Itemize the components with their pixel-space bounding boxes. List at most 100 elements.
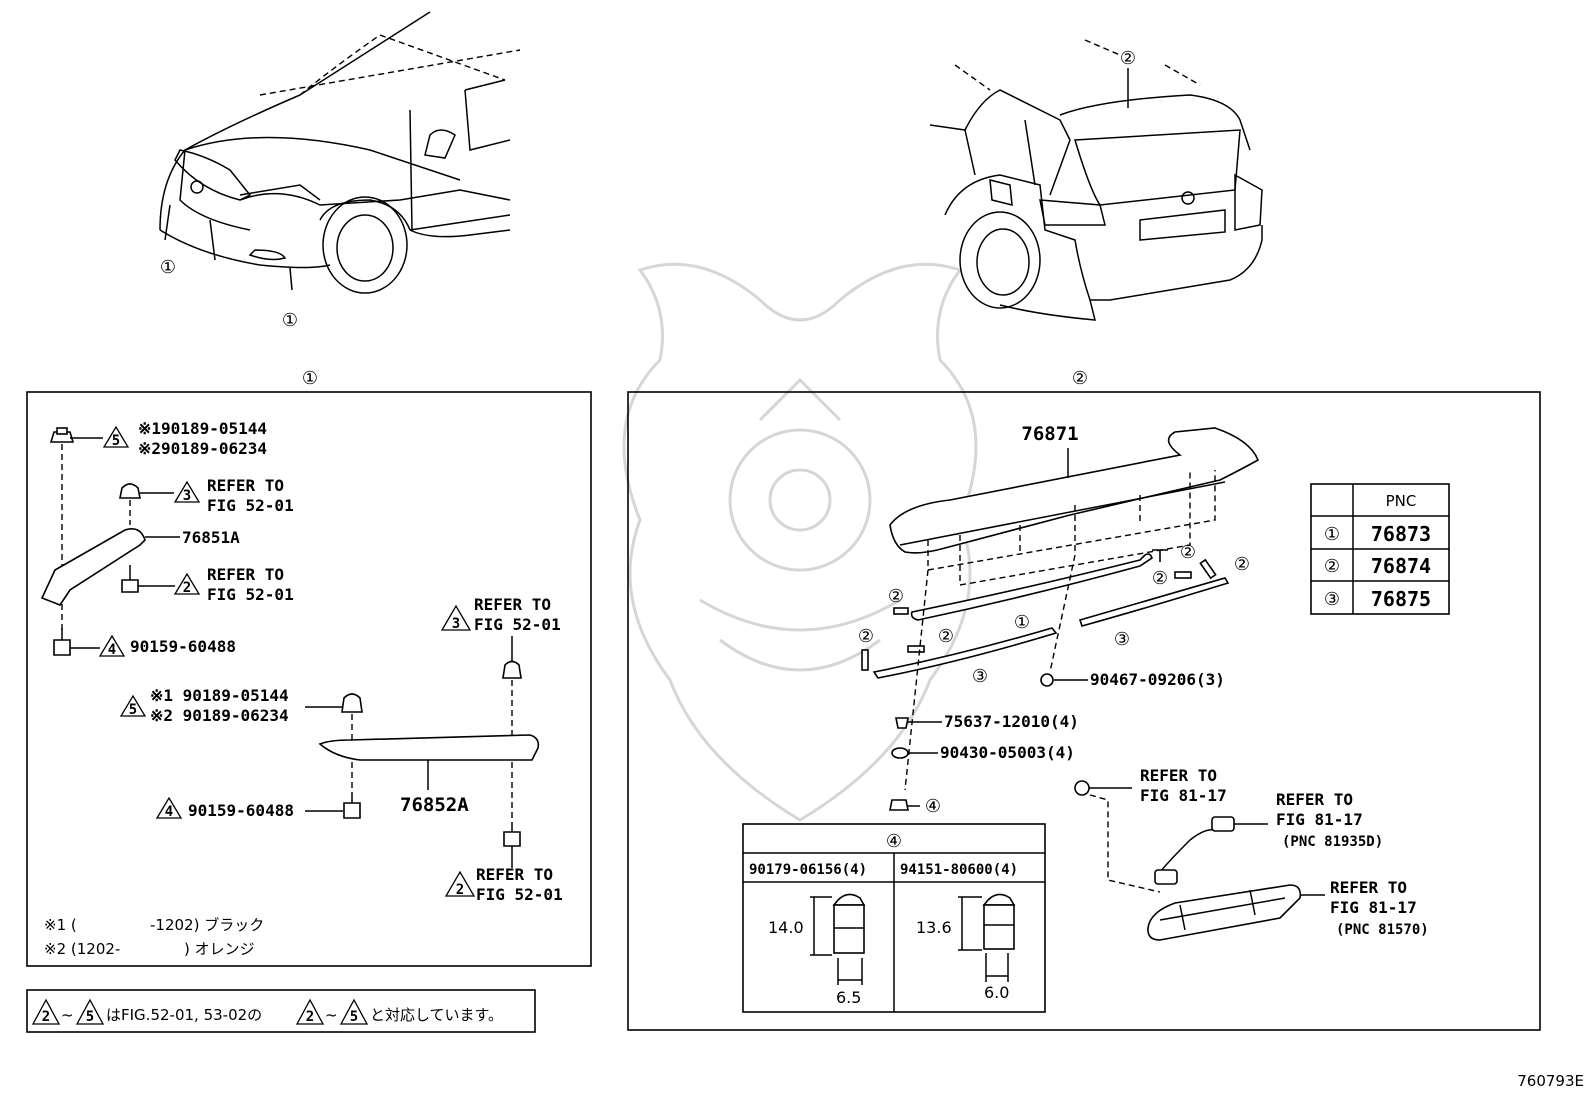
refer-f-line2: FIG 81-17: [1276, 810, 1363, 829]
stop-lamp-assembly: [1074, 780, 1325, 941]
right-panel-title: ②: [1072, 368, 1088, 389]
part-90467-label: 90467-09206(3): [1090, 670, 1225, 689]
pnc-row-1-value: 76873: [1371, 522, 1431, 546]
tri-2-d-number: 2: [456, 882, 464, 898]
screw-left: [53, 628, 100, 656]
left-panel-frame: [26, 391, 592, 967]
callout-two-clip-b: ②: [858, 626, 874, 647]
callout-two-rear: ②: [1120, 48, 1136, 69]
bolt-mid: [341, 693, 363, 713]
tri-4-left: [98, 634, 126, 657]
clip-pieces: [861, 549, 1217, 671]
left-panel-title: ①: [302, 368, 318, 389]
tri-2-b: [173, 572, 201, 595]
tape-1: [910, 553, 1153, 621]
callout-two-clip-d: ②: [1152, 568, 1168, 589]
footer-tri-2a: [31, 998, 61, 1025]
pnc-row-2-value: 76874: [1371, 554, 1431, 578]
tri-4-mid: [155, 796, 183, 819]
footer-tri-2b: [295, 998, 325, 1025]
tri-5-top: [102, 425, 130, 448]
callout-three-left: ③: [972, 666, 988, 687]
footer-tilde-a: ~: [61, 1006, 74, 1024]
part-76871-label: 76871: [1021, 423, 1078, 445]
note2-mark: ※2 (1202-: [44, 940, 120, 958]
front-car-illustration: [159, 11, 521, 294]
bolt-top-part-2: ※290189-06234: [138, 439, 267, 458]
refer-g-line3: (PNC 81570): [1336, 922, 1429, 938]
detail-col2-width: 6.0: [984, 983, 1009, 1002]
refer-f-line1: REFER TO: [1276, 790, 1353, 809]
screw-refer-b: [121, 565, 175, 593]
footer-note-box: [26, 989, 536, 1033]
refer-g-line2: FIG 81-17: [1330, 898, 1417, 917]
screw-refer-d: [503, 822, 521, 868]
washer-90430: [891, 747, 909, 759]
nut-refer-c: [502, 660, 522, 679]
callout-two-clip-a: ②: [888, 586, 904, 607]
note1-mark: ※1 (: [44, 916, 77, 934]
refer-d-line1: REFER TO: [476, 865, 553, 884]
footer-text-a: はFIG.52-01, 53-02の: [106, 1006, 262, 1024]
tri-4-left-number: 4: [108, 642, 116, 658]
refer-b-line2: FIG 52-01: [207, 585, 294, 604]
detail-col1-part: 90179-06156(4): [749, 862, 867, 878]
refer-e-line1: REFER TO: [1140, 766, 1217, 785]
tri-5-mid: [119, 694, 147, 717]
tri-5-mid-number: 5: [129, 702, 137, 718]
part-75637-label: 75637-12010(4): [944, 712, 1079, 731]
callout-one-front: ①: [160, 257, 176, 278]
callout-three-right: ③: [1114, 629, 1130, 650]
callout-two-clip-f: ②: [1234, 554, 1250, 575]
footer-tri-2b-number: 2: [306, 1009, 314, 1025]
nut-4: [889, 799, 909, 811]
refer-e-line2: FIG 81-17: [1140, 786, 1227, 805]
detail-col2-part: 94151-80600(4): [900, 862, 1018, 878]
footer-tri-5b-number: 5: [350, 1009, 358, 1025]
callout-two-clip-c: ②: [938, 626, 954, 647]
part-76852a-label: 76852A: [400, 794, 469, 816]
tri-5-top-number: 5: [112, 433, 120, 449]
bracket-76851a: [40, 527, 146, 606]
tape-3-left: [872, 627, 1058, 679]
screw-left-label: 90159-60488: [130, 637, 236, 656]
note2-text: ) オレンジ: [184, 940, 255, 958]
refer-a-line1: REFER TO: [207, 476, 284, 495]
detail-col1-height: 14.0: [768, 918, 804, 937]
nut-90467: [1040, 673, 1054, 687]
detail-nut-1: [810, 893, 866, 985]
detail-box-title: ④: [886, 831, 902, 852]
footer-tri-2a-number: 2: [42, 1009, 50, 1025]
clip-75637: [895, 717, 909, 729]
tri-2-b-number: 2: [183, 580, 191, 596]
bolt-mid-part-1: ※1 90189-05144: [150, 686, 289, 705]
bolt-mid-part-2: ※2 90189-06234: [150, 706, 289, 725]
spoiler-76871: [889, 427, 1260, 554]
refer-a-line2: FIG 52-01: [207, 496, 294, 515]
detail-col2-height: 13.6: [916, 918, 952, 937]
callout-one-bumper: ①: [282, 310, 298, 331]
callout-two-clip-e: ②: [1180, 542, 1196, 563]
rear-car-illustration: [929, 39, 1263, 321]
footer-tri-5a: [75, 998, 105, 1025]
callout-one-tape: ①: [1014, 612, 1030, 633]
tri-3-c: [440, 604, 472, 631]
tri-2-d: [444, 870, 476, 897]
pnc-row-1-key: ①: [1324, 524, 1340, 545]
footer-tilde-b: ~: [325, 1006, 338, 1024]
note1-text: -1202) ブラック: [150, 916, 264, 934]
refer-f-line3: (PNC 81935D): [1282, 834, 1383, 850]
part-90430-label: 90430-05003(4): [940, 743, 1075, 762]
footer-tri-5b: [339, 998, 369, 1025]
right-panel-frame: [627, 391, 1541, 1031]
watermark-emblem: [622, 262, 978, 822]
footer-text-b: と対応しています。: [370, 1006, 503, 1024]
detail-col1-width: 6.5: [836, 988, 861, 1007]
screw-mid-label: 90159-60488: [188, 801, 294, 820]
refer-c-line2: FIG 52-01: [474, 615, 561, 634]
tri-4-mid-number: 4: [165, 804, 173, 820]
detail-box: [742, 823, 1046, 1013]
bolt-top-part-1: ※190189-05144: [138, 419, 267, 438]
footer-tri-5a-number: 5: [86, 1009, 94, 1025]
